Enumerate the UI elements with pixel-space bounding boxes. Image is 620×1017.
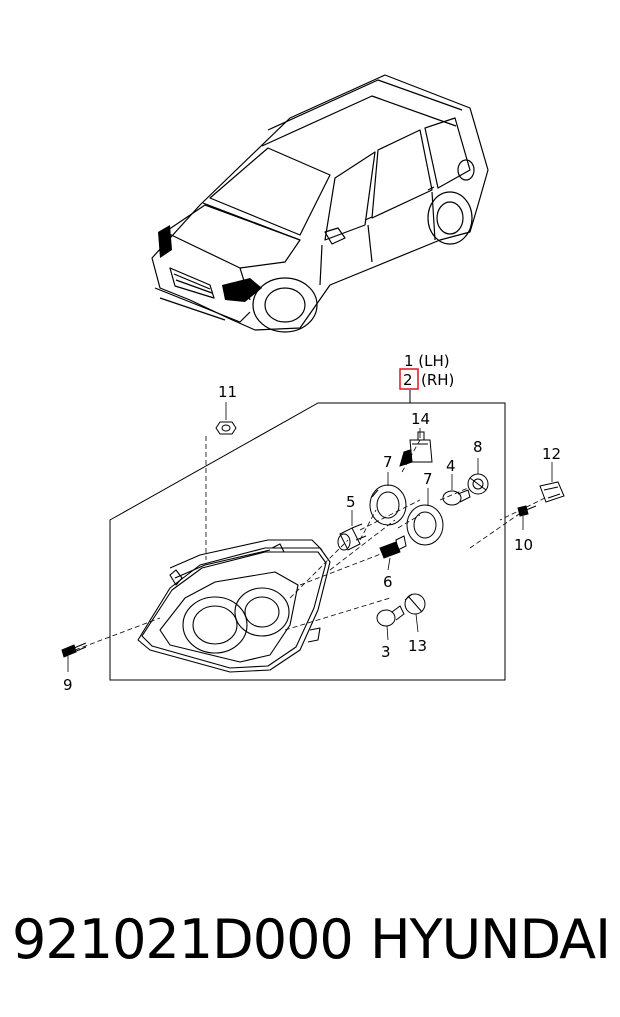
part-5-bulb <box>337 523 367 551</box>
part-9-screw <box>61 642 87 658</box>
label-part-7-a: 7 <box>383 453 393 471</box>
label-part-4: 4 <box>446 457 456 475</box>
part-11-nut <box>215 421 237 435</box>
label-part-1-lh: 1 (LH) <box>404 352 450 370</box>
headlamp-assembly <box>137 539 331 673</box>
car-headlamp-left <box>158 225 172 258</box>
part-12-connector <box>539 481 565 503</box>
label-part-2-rh: (RH) <box>421 371 454 389</box>
part-7-dust-cap-b <box>406 504 444 546</box>
part-7-dust-cap-a <box>369 484 407 526</box>
leader-lines <box>67 402 553 672</box>
exploded-view-frame <box>109 390 506 681</box>
part-number: 921021D000 <box>12 908 354 971</box>
label-part-12: 12 <box>542 445 561 463</box>
label-part-9: 9 <box>63 676 73 694</box>
alignment-lines <box>74 436 546 651</box>
part-8-socket <box>467 473 489 495</box>
label-part-5: 5 <box>346 493 356 511</box>
part-6-bulb <box>379 535 407 559</box>
label-part-8: 8 <box>473 438 483 456</box>
car-illustration <box>151 74 489 333</box>
label-part-6: 6 <box>383 573 393 591</box>
label-part-14: 14 <box>411 410 430 428</box>
brand-name: HYUNDAI <box>370 908 611 971</box>
label-part-13: 13 <box>408 637 427 655</box>
label-part-2-number: 2 <box>403 371 413 389</box>
label-part-11: 11 <box>218 383 237 401</box>
part-3-bulb <box>376 605 405 627</box>
car-headlamp-right <box>222 278 262 302</box>
footer: 921021D000 HYUNDAI <box>0 900 620 980</box>
part-10-screw <box>517 505 537 517</box>
part-4-bulb <box>442 489 471 506</box>
label-part-10: 10 <box>514 536 533 554</box>
label-part-7-b: 7 <box>423 470 433 488</box>
label-part-2-highlight-box <box>399 368 419 390</box>
part-13-socket <box>404 593 426 615</box>
label-part-3: 3 <box>381 643 391 661</box>
part-14-leveling-actuator <box>399 431 433 467</box>
